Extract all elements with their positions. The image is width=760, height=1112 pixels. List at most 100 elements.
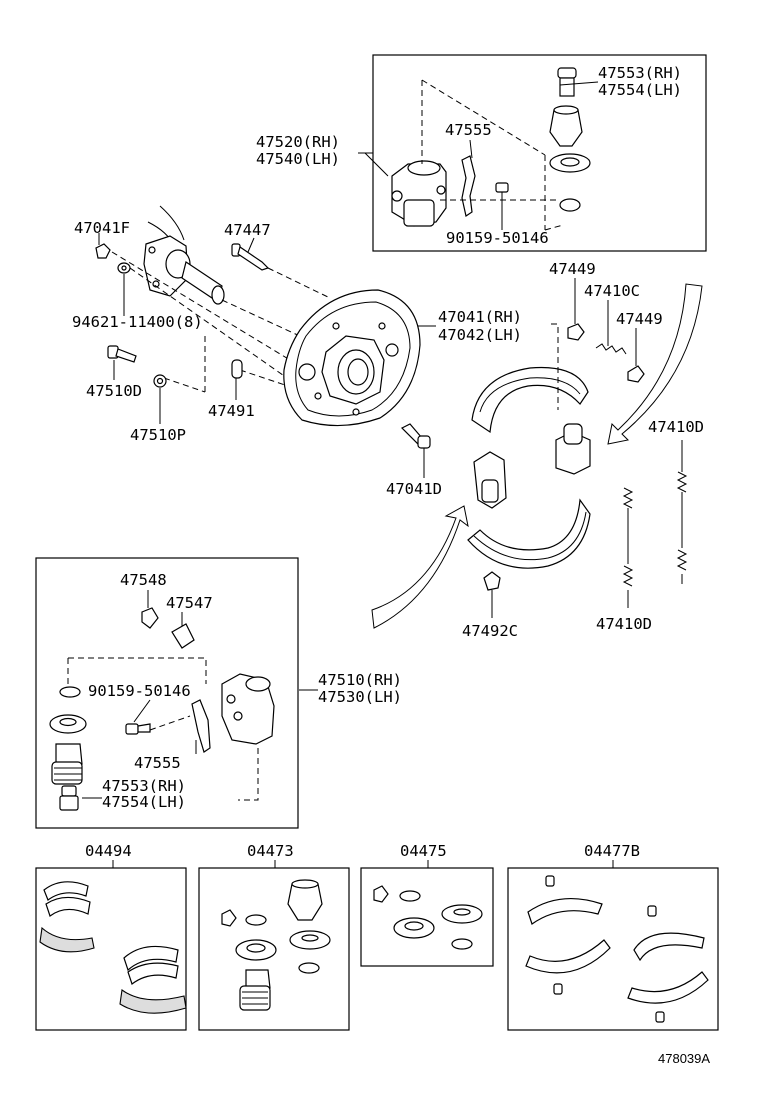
retainer-47449-b (627, 365, 645, 383)
kit-04475: 04475 (360, 842, 494, 967)
kit-boot-04475-b (451, 938, 473, 950)
kit-box-04475 (360, 867, 494, 967)
wheel-cylinder-left (221, 673, 275, 745)
label-90159-top: 90159-50146 (446, 229, 549, 247)
label-47553-rh-left: 47553(RH) (102, 777, 186, 795)
label-47449-a: 47449 (549, 260, 596, 278)
bolt-47510d (107, 345, 137, 363)
bleeder-cap-47548 (141, 607, 159, 629)
label-47491: 47491 (208, 402, 255, 420)
label-47492c: 47492C (462, 622, 518, 640)
nut-47492c (483, 571, 501, 591)
label-04473: 04473 (247, 842, 294, 860)
rivet-1 (545, 875, 555, 887)
label-47555-top: 47555 (445, 121, 492, 139)
spring-47410d-left (622, 487, 634, 608)
label-47410c: 47410C (584, 282, 640, 300)
wheel-cylinder-top (391, 160, 447, 227)
kit-boot-04475-a (399, 890, 421, 902)
bolt-90159-top (495, 182, 509, 208)
label-47449-b: 47449 (616, 310, 663, 328)
brake-shoe-upper (471, 366, 589, 434)
label-94621: 94621-11400(8) (72, 313, 203, 331)
bleeder-screw-47547 (171, 623, 195, 649)
bleeder-47553-left (59, 785, 79, 811)
label-47548: 47548 (120, 571, 167, 589)
brake-shoe-lower (467, 498, 591, 569)
kit-box-04477b (507, 867, 719, 1031)
boot-top (559, 198, 581, 212)
main-assembly (95, 205, 436, 478)
rotation-arrow-upper (607, 283, 703, 445)
label-04494: 04494 (85, 842, 132, 860)
label-47041f: 47041F (74, 219, 130, 237)
adjuster-cylinder (555, 423, 591, 475)
spring-47410d-right (676, 440, 688, 584)
label-04475: 04475 (400, 842, 447, 860)
kit-piston (287, 883, 323, 921)
lining-b (525, 939, 611, 974)
shoe-lining-3 (123, 945, 179, 972)
bleeder-47553-top (557, 67, 577, 97)
label-47042-lh: 47042(LH) (438, 326, 522, 344)
label-47547: 47547 (166, 594, 213, 612)
label-47554-lh-top: 47554(LH) (598, 81, 682, 99)
kit-04477b: 04477B (507, 842, 719, 1031)
label-47540-lh: 47540(LH) (256, 150, 340, 168)
shoe-lining-1 (43, 881, 89, 901)
bolt-47447 (231, 243, 270, 271)
label-47447: 47447 (224, 221, 271, 239)
label-47510d: 47510D (86, 382, 142, 400)
kit-boot-small (245, 914, 267, 926)
rivet-4 (655, 1011, 665, 1023)
shoe-assembly (371, 278, 703, 629)
kit-box-04494 (35, 867, 187, 1031)
label-47410d-left: 47410D (596, 615, 652, 633)
inset-box-left (35, 557, 299, 829)
plug-47491 (231, 359, 243, 379)
label-47510p: 47510P (130, 426, 186, 444)
rivet-3 (647, 905, 657, 917)
label-47410d-right: 47410D (648, 418, 704, 436)
shoe-lining-4 (119, 989, 187, 1014)
plate-47555-top (461, 155, 476, 217)
kit-cap-04475 (373, 885, 389, 903)
label-47530-lh: 47530(LH) (318, 688, 402, 706)
kit-ring (298, 962, 320, 974)
lining-d (627, 971, 709, 1004)
label-47041-rh: 47041(RH) (438, 308, 522, 326)
lining-c (633, 932, 705, 962)
rotation-arrow-lower (371, 505, 469, 629)
label-47554-lh-left: 47554(LH) (102, 793, 186, 811)
spring-47410c (595, 343, 627, 355)
shoe-lining-2 (39, 926, 95, 953)
backing-plate-47041 (283, 289, 421, 427)
plate-47555-left (191, 699, 211, 753)
rivet-2 (553, 983, 563, 995)
label-47041d: 47041D (386, 480, 442, 498)
label-47553-rh-top: 47553(RH) (598, 64, 682, 82)
boot-left (59, 686, 81, 698)
wheel-cylinder-small (473, 451, 507, 509)
label-47510-rh: 47510(RH) (318, 671, 402, 689)
label-47555-left: 47555 (134, 754, 181, 772)
label-47520-rh: 47520(RH) (256, 133, 340, 151)
inset-left: 47548 47547 90159-50146 47555 47553(RH) … (35, 557, 318, 829)
label-90159-left: 90159-50146 (88, 682, 191, 700)
kit-spring-piston (239, 969, 271, 1011)
kit-04494: 04494 (35, 842, 187, 1031)
inset-top-right: 47553(RH) 47554(LH) 47555 90159-50146 (358, 54, 707, 252)
kit-04473: 04473 (198, 842, 350, 1031)
retainer-47449-a (567, 323, 585, 341)
piston-top (549, 109, 583, 147)
lining-a (527, 898, 603, 925)
bolt-47041d (400, 423, 431, 449)
label-04477b: 04477B (584, 842, 640, 860)
bolt-90159-left (125, 723, 151, 735)
piston-left (51, 743, 83, 785)
kit-cap (221, 909, 237, 927)
kit-box-04473 (198, 867, 350, 1031)
axle-flange-47041f (143, 205, 225, 305)
nut-47041f (95, 243, 111, 259)
